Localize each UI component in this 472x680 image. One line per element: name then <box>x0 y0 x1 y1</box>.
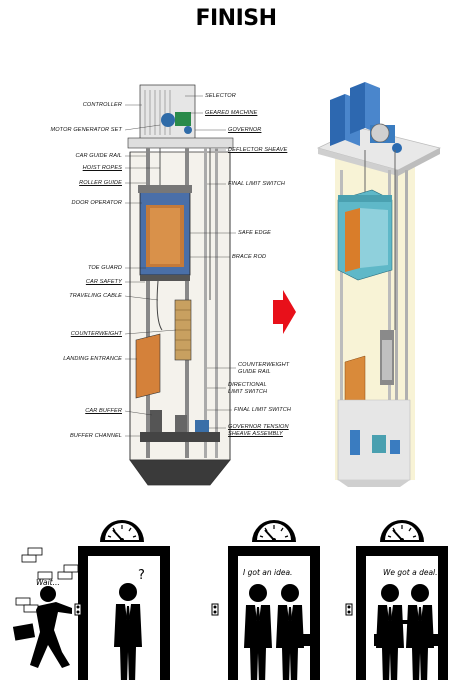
page-title: FINISH <box>195 6 277 31</box>
panel-1 <box>12 519 170 680</box>
label-traveling-cable: TRAVELING CABLE <box>69 293 122 299</box>
label-deflector-sheave: DEFLECTOR SHEAVE <box>228 147 288 153</box>
label-car-guide-rail: CAR GUIDE RAIL <box>75 153 122 159</box>
label-selector: SELECTOR <box>205 93 236 99</box>
label-car-safety: CAR SAFETY <box>85 279 122 285</box>
label-toe-guard: TOE GUARD <box>87 265 122 271</box>
label-safe-edge: SAFE EDGE <box>238 230 271 236</box>
panel-4 <box>345 519 448 680</box>
label-door-operator: DOOR OPERATOR <box>71 200 122 206</box>
panel-3 <box>211 519 320 680</box>
label-motor-generator-set: MOTOR GENERATOR SET <box>50 127 122 133</box>
label-landing-entrance: LANDING ENTRANCE <box>63 356 122 362</box>
label-governor: GOVERNOR <box>228 127 262 133</box>
label-car-buffer: CAR BUFFER <box>85 408 122 414</box>
label-counterweight: COUNTERWEIGHT <box>70 331 122 337</box>
panel1-speech: Wait... <box>36 578 60 587</box>
label-governor-tension-1: GOVERNOR TENSION <box>228 424 289 430</box>
label-directional-limit-switch-1: DIRECTIONAL <box>228 382 267 388</box>
label-roller-guide: ROLLER GUIDE <box>79 180 122 186</box>
panel3-speech: I got an idea. <box>243 568 293 577</box>
label-governor-tension-2: SHEAVE ASSEMBLY <box>228 431 283 437</box>
label-brace-rod: BRACE ROD <box>232 254 267 260</box>
label-geared-machine: GEARED MACHINE <box>205 110 258 116</box>
panel4-speech: We got a deal. <box>383 568 438 577</box>
panel2-thought: ? <box>138 568 145 583</box>
label-counterweight-guide-rail-2: GUIDE RAIL <box>238 369 271 375</box>
label-final-limit-switch-bottom: FINAL LIMIT SWITCH <box>234 407 292 413</box>
label-controller: CONTROLLER <box>82 102 122 108</box>
label-directional-limit-switch-2: LIMIT SWITCH <box>228 389 268 395</box>
label-counterweight-guide-rail-1: COUNTERWEIGHT <box>238 362 290 368</box>
label-hoist-ropes: HOIST ROPES <box>82 165 122 171</box>
label-buffer-channel: BUFFER CHANNEL <box>69 433 122 439</box>
label-final-limit-switch-top: FINAL LIMIT SWITCH <box>228 181 286 187</box>
